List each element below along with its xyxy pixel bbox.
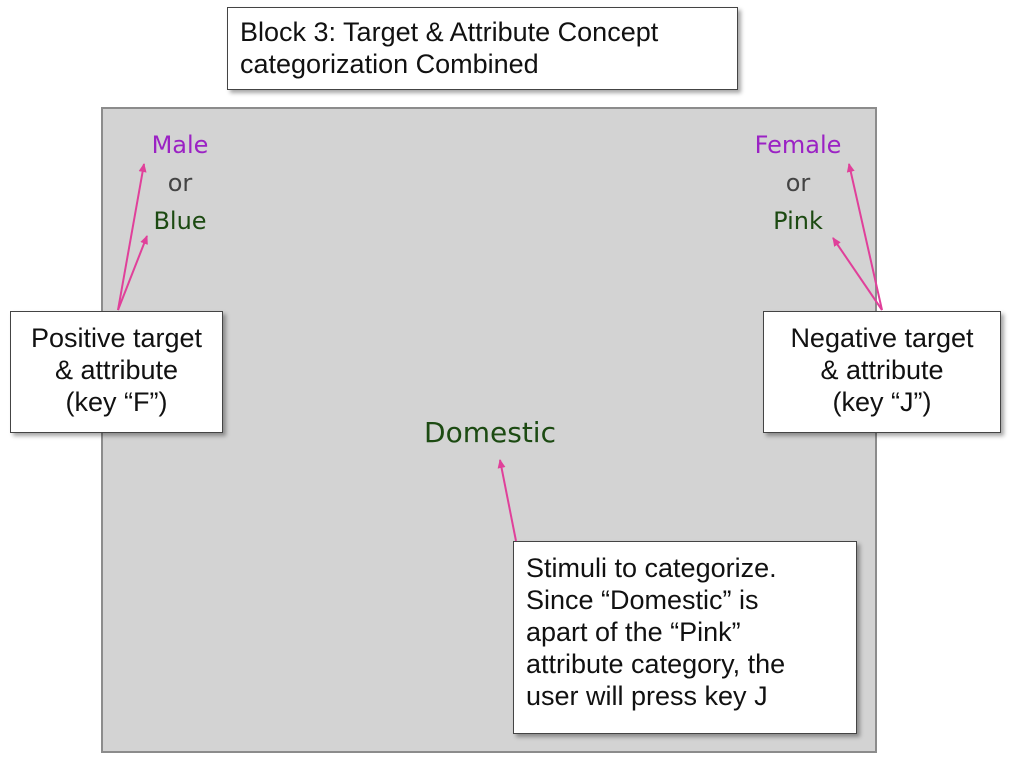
left-attribute-label: Blue: [153, 207, 207, 235]
positive-key-callout: Positive target & attribute (key “F”): [10, 311, 223, 433]
left-category-label: Male or Blue: [80, 126, 280, 240]
left-callout-line-2: & attribute: [54, 355, 179, 385]
title-callout: Block 3: Target & Attribute Concept cate…: [227, 7, 738, 90]
stimulus-callout: Stimuli to categorize. Since “Domestic” …: [513, 541, 857, 734]
right-callout-line-3: (key “J”): [832, 387, 932, 417]
right-category-label: Female or Pink: [698, 126, 898, 240]
title-line-2: categorization Combined: [240, 49, 539, 79]
right-callout-line-1: Negative target: [790, 323, 974, 353]
negative-key-callout: Negative target & attribute (key “J”): [763, 311, 1001, 433]
right-callout-line-2: & attribute: [820, 355, 944, 385]
right-target-label: Female: [754, 131, 842, 159]
stimulus-callout-line-1: Stimuli to categorize.: [526, 553, 777, 583]
left-connector-label: or: [167, 169, 193, 197]
stimulus-callout-line-5: user will press key J: [526, 681, 768, 711]
stimulus-word: Domestic: [424, 416, 556, 449]
left-target-label: Male: [151, 131, 209, 159]
right-attribute-label: Pink: [773, 207, 823, 235]
left-callout-line-1: Positive target: [30, 323, 203, 353]
left-callout-line-3: (key “F”): [65, 387, 168, 417]
stimulus-callout-line-4: attribute category, the: [526, 649, 786, 679]
right-connector-label: or: [785, 169, 811, 197]
title-line-1: Block 3: Target & Attribute Concept: [240, 17, 659, 47]
stimulus-callout-line-3: apart of the “Pink”: [526, 617, 741, 647]
stimulus-callout-line-2: Since “Domestic” is: [526, 585, 759, 615]
